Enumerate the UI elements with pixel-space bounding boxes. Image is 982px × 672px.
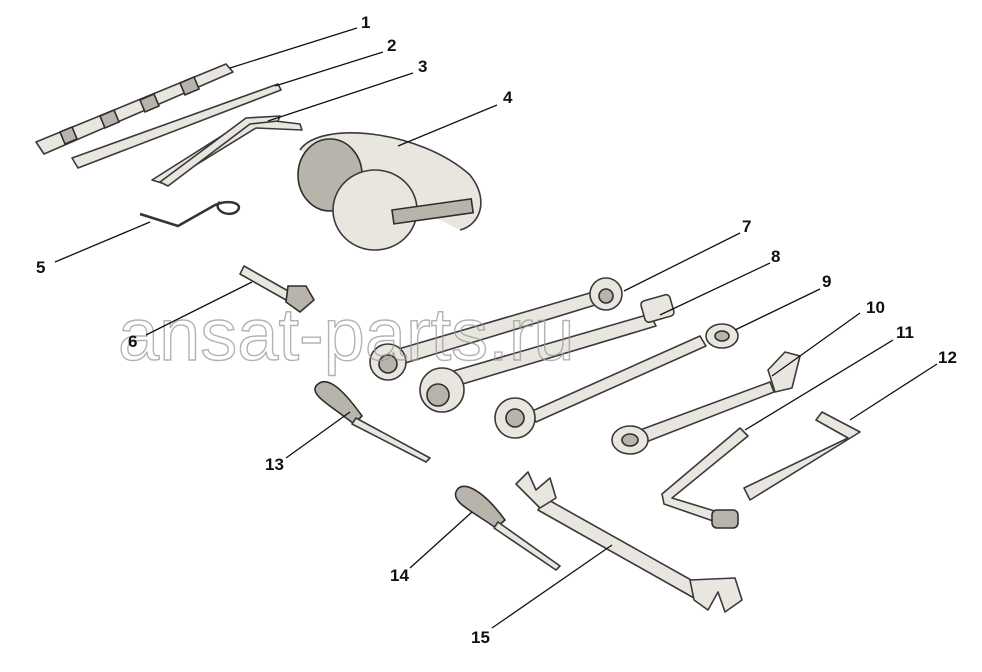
part-10-ring-wrench: [611, 351, 801, 455]
callout-6: 6: [128, 332, 137, 351]
part-14-screwdriver: [454, 485, 561, 571]
part-11-l-socket-wrench: [661, 427, 749, 529]
part-12-hex-key: [743, 411, 861, 501]
callout-12: 12: [938, 348, 957, 367]
part-2-rod: [71, 83, 282, 169]
callout-1: 1: [361, 13, 370, 32]
leader-lines: [54, 27, 938, 629]
callout-4: 4: [503, 88, 513, 107]
part-7-socket-wrench: [369, 277, 623, 381]
watermark: ansat-parts.ru: [118, 293, 575, 376]
part-3-jack-handle: [151, 115, 303, 187]
callout-11: 11: [896, 323, 914, 342]
callout-3: 3: [418, 57, 427, 76]
part-8-socket-wrench: [419, 293, 675, 413]
callout-13: 13: [265, 455, 284, 474]
part-4-ear-muffs: [297, 132, 482, 251]
callout-8: 8: [771, 247, 780, 266]
callout-15: 15: [471, 628, 490, 647]
part-6-bolt: [239, 265, 316, 314]
callout-14: 14: [390, 566, 409, 585]
part-9-ring-wrench: [494, 323, 739, 439]
callout-2: 2: [387, 36, 396, 55]
callout-9: 9: [822, 272, 831, 291]
part-13-screwdriver: [314, 380, 431, 463]
callout-10: 10: [866, 298, 885, 317]
callout-5: 5: [36, 258, 45, 277]
callout-7: 7: [742, 217, 751, 236]
part-5-hook: [139, 200, 241, 228]
callout-labels: 1 2 3 4 5 6 7 8 9 10 11 12 13 14 15: [36, 13, 957, 647]
part-1-handle-bar: [35, 63, 234, 155]
part-15-open-end-wrench: [515, 471, 743, 613]
